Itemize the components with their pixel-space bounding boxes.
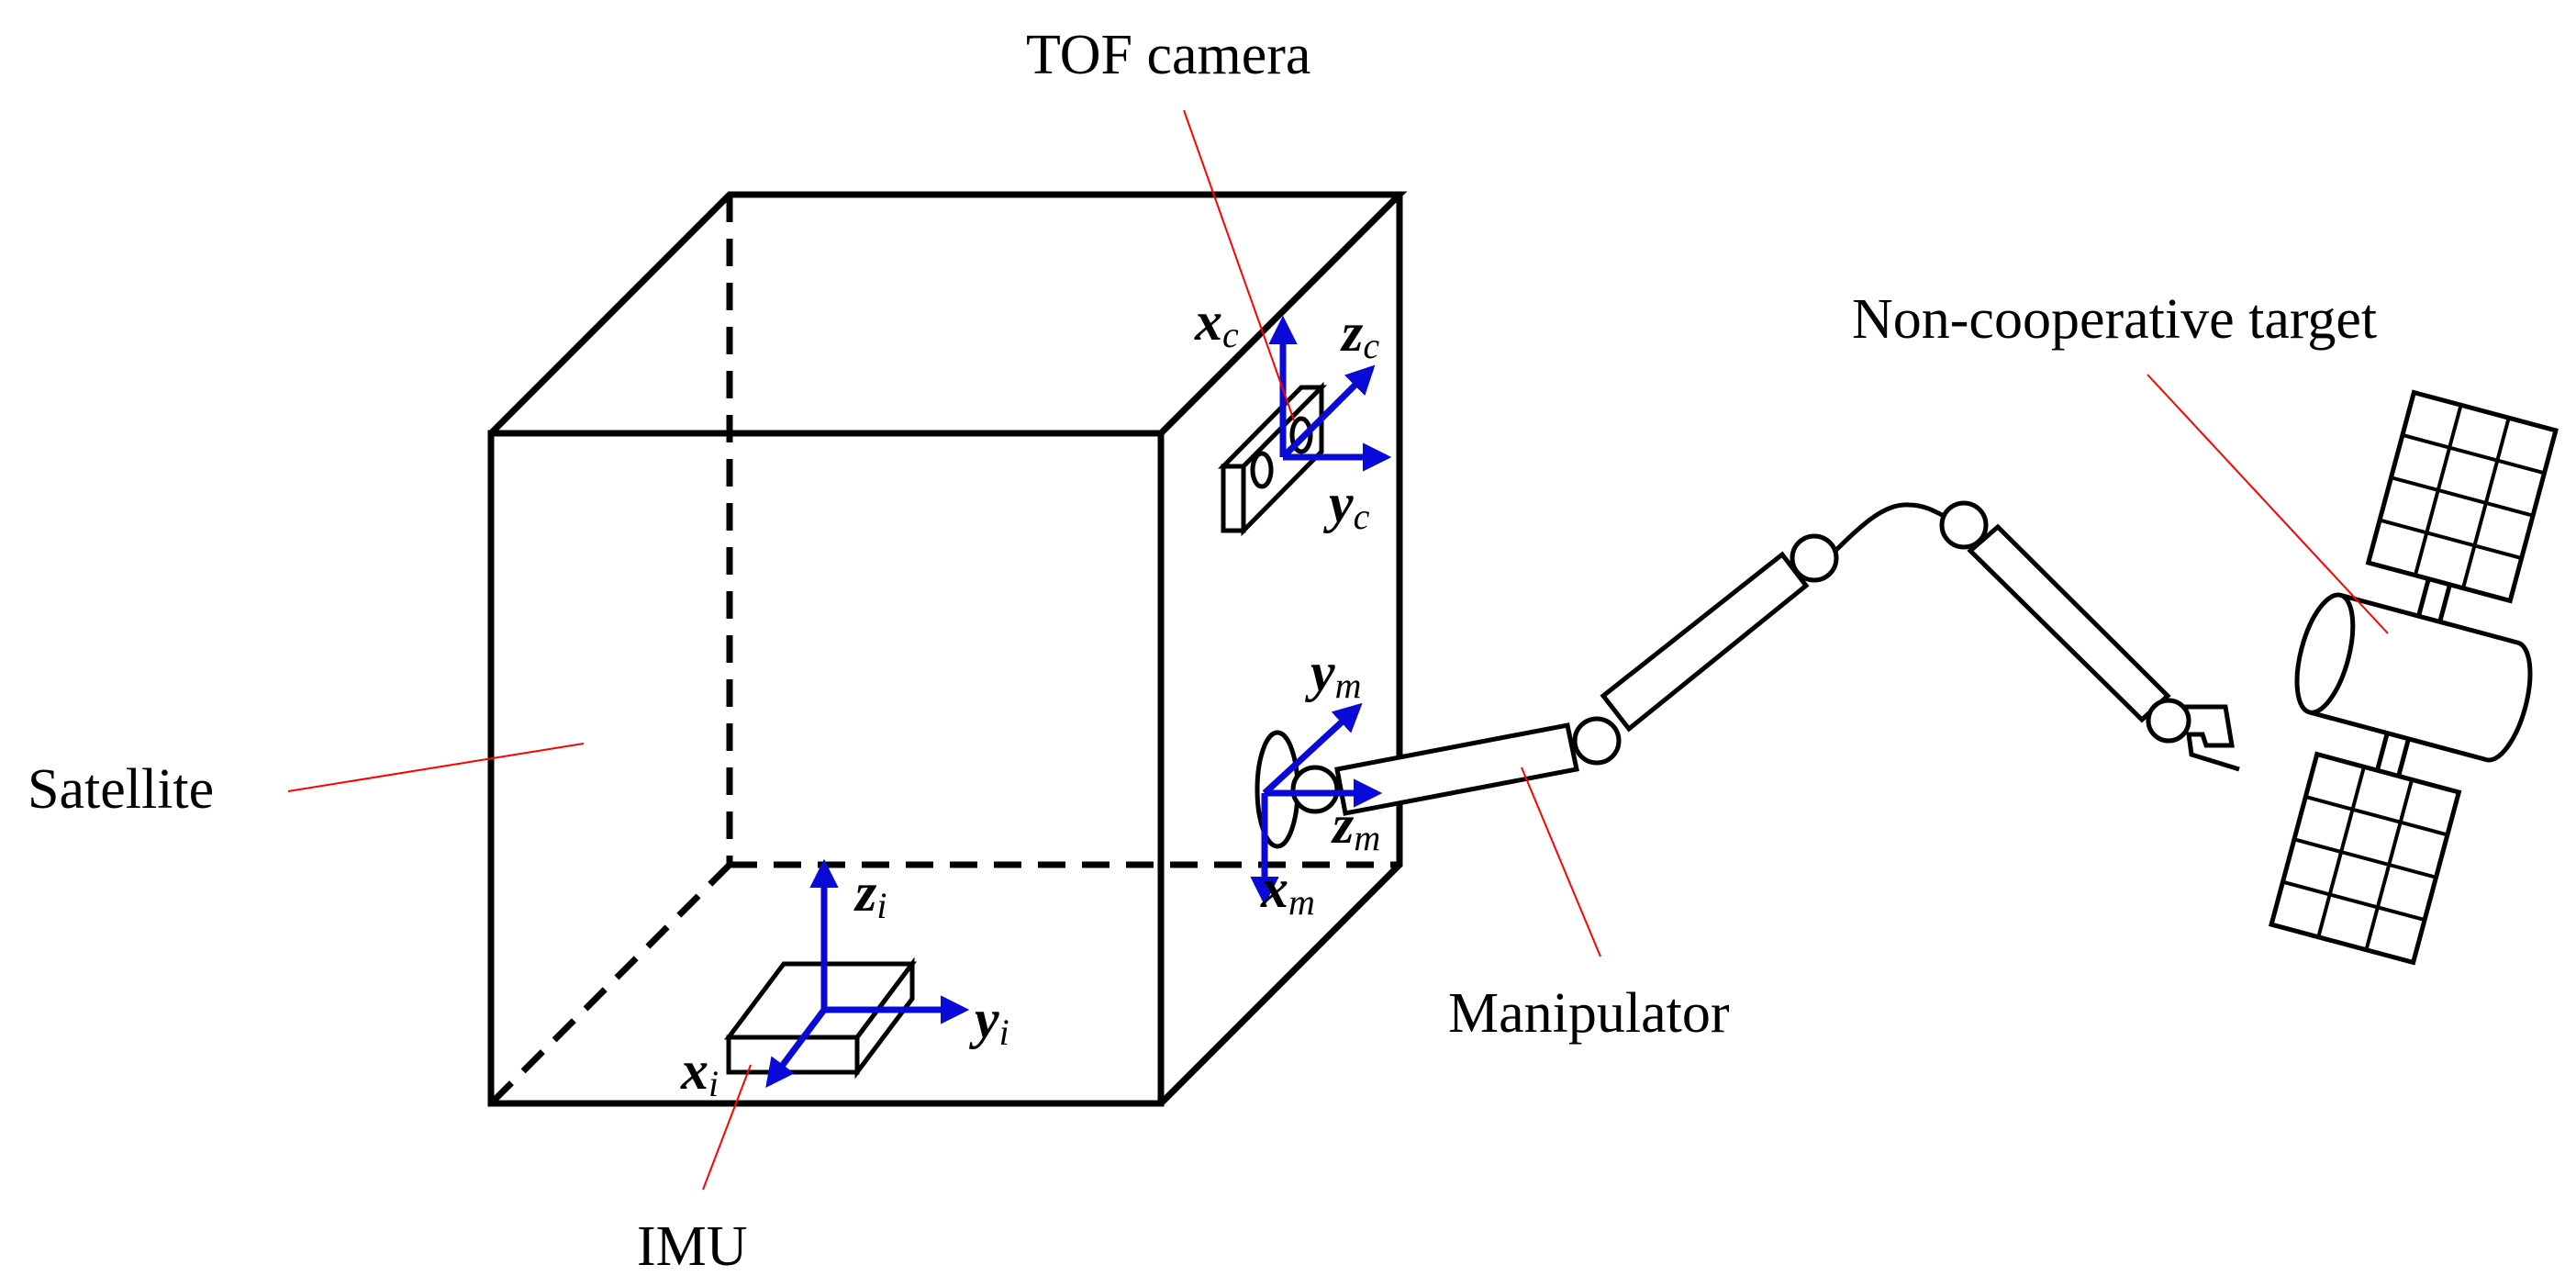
lower-panel-grid <box>2281 766 2448 951</box>
imu-y-label: yi <box>969 989 1009 1053</box>
target-cylinder <box>2308 592 2533 763</box>
arm-joint-2 <box>1790 533 1839 583</box>
lower-boom-2 <box>2396 738 2411 778</box>
imu-frame <box>765 858 970 1089</box>
satellite-cube <box>487 191 1408 1107</box>
imu-box <box>724 957 917 1080</box>
leader-satellite <box>287 743 585 792</box>
camera-lens-1 <box>1250 451 1274 489</box>
imu-x-label: xi <box>680 1040 719 1104</box>
camera-y-label: yc <box>1323 473 1370 537</box>
label-manipulator: Manipulator <box>1448 982 1730 1045</box>
target-satellite <box>2269 389 2559 966</box>
upper-boom-2 <box>2437 584 2452 623</box>
camera-z-label: zc <box>1340 302 1379 366</box>
cube-side-face <box>1158 195 1403 1106</box>
arm-joint-3 <box>1939 500 1989 550</box>
target-satellite-body <box>2269 389 2559 966</box>
leader-target <box>2147 374 2389 634</box>
upper-panel-grid <box>2379 404 2546 589</box>
imu-x-axis <box>765 1007 827 1089</box>
arm-wrist-joint <box>2146 698 2191 744</box>
cube-front-face <box>487 430 1165 1107</box>
arm-link-3 <box>1967 523 2171 723</box>
imu-z-label: zi <box>853 862 887 926</box>
arm-gripper <box>2184 704 2240 772</box>
camera-z-axis <box>1280 364 1376 460</box>
manipulator-y-label: ym <box>1305 642 1362 706</box>
imu-side <box>854 957 915 1080</box>
arm-base-joint <box>1290 765 1340 814</box>
arm-link-1 <box>1334 722 1579 816</box>
label-non-cooperative-target: Non-cooperative target <box>1852 288 2377 351</box>
label-satellite: Satellite <box>28 758 214 821</box>
lower-boom-1 <box>2375 732 2390 771</box>
leader-manipulator <box>1521 767 1601 957</box>
tof-camera <box>1218 381 1327 537</box>
camera-x-label: xc <box>1194 291 1239 355</box>
target-cylinder-end <box>2294 592 2356 715</box>
cube-top-face <box>488 191 1408 436</box>
manipulator-x-label: xm <box>1260 858 1315 923</box>
label-imu: IMU <box>637 1215 748 1278</box>
leader-tof-camera <box>1183 109 1295 421</box>
manipulator-frame <box>1250 702 1383 906</box>
arm-link-2 <box>1600 551 1810 733</box>
camera-body-front <box>1221 464 1246 533</box>
manipulator-arm <box>1255 500 2240 849</box>
label-tof-camera: TOF camera <box>1026 24 1310 86</box>
upper-boom-1 <box>2416 577 2431 617</box>
cube-hidden-edge-depth <box>488 862 732 1106</box>
leader-imu <box>702 1064 752 1191</box>
arm-joint-1 <box>1572 716 1622 766</box>
manipulator-y-axis <box>1262 702 1363 796</box>
manipulator-z-label: zm <box>1331 794 1380 858</box>
